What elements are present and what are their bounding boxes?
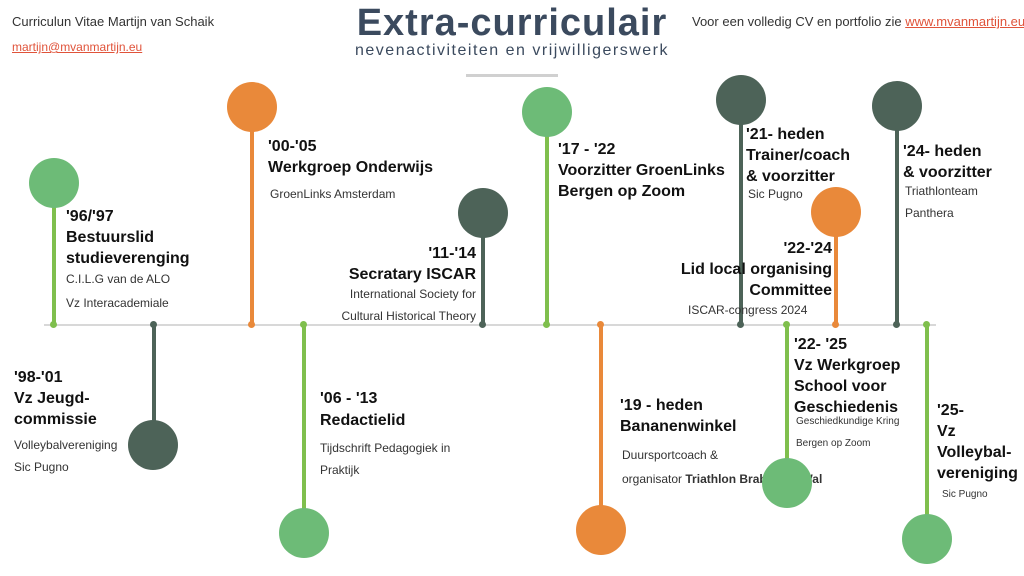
timeline-tick [783,321,790,328]
timeline-dot [128,420,178,470]
page-subtitle: nevenactiviteiten en vrijwilligerswerk [355,42,669,59]
portfolio-link[interactable]: www.mvanmartijn.eu [905,14,1024,29]
item-org: GroenLinks Amsterdam [270,187,396,201]
item-years: '17 - '22 [558,141,616,158]
item-years: '11-'14 [428,245,476,262]
item-org: Bergen op Zoom [796,438,871,449]
timeline-tick [150,321,157,328]
timeline-dot [902,514,952,564]
item-role: Werkgroep Onderwijs [268,159,434,176]
portfolio-note: Voor een volledig CV en portfolio zie ww… [692,14,1024,29]
timeline-dot [227,82,277,132]
item-years: '96/'97 [66,208,114,225]
item-role: Secratary ISCAR [348,266,476,283]
timeline-stem [250,108,254,326]
item-org: Sic Pugno [14,460,69,474]
item-role: Vz Jeugd-commissie [14,390,97,428]
timeline-dot [29,158,79,208]
portfolio-text: Voor een volledig CV en portfolio zie [692,14,902,29]
timeline-dot [458,188,508,238]
item-org: Duursportcoach & [622,448,719,462]
item-years: '19 - heden [620,397,703,414]
email-link[interactable]: martijn@mvanmartijn.eu [12,40,143,54]
timeline-tick [479,321,486,328]
timeline-tick [923,321,930,328]
item-org: ISCAR-congress 2024 [688,303,808,317]
timeline-stem [302,324,306,534]
timeline-tick [597,321,604,328]
timeline-tick [832,321,839,328]
timeline-stem [599,324,603,530]
item-role: Vz Volleybal-vereniging [937,423,1018,482]
timeline-tick [50,321,57,328]
item-role: Vz Werkgroep School voor Geschiedenis [794,357,901,416]
item-role: Voorzitter GroenLinks Bergen op Zoom [558,162,725,200]
timeline-stem [785,324,789,484]
item-years: '22- '25 [794,336,847,353]
item-role: Lid local organising Committee [680,261,832,299]
item-org: Praktijk [320,463,360,477]
item-org-text: organisator [622,472,683,486]
timeline-dot [716,75,766,125]
timeline-dot [279,508,329,558]
cv-name: Curriculun Vitae Martijn van Schaik [12,14,215,29]
item-org: Triathlonteam [905,184,978,198]
item-org: Volleybalvereniging [14,438,118,452]
item-org: C.I.L.G van de ALO [66,272,171,286]
timeline-dot [872,81,922,131]
item-org: Tijdschrift Pedagogiek in [320,441,451,455]
page-title: Extra-curriculair [356,2,668,44]
item-role: Bananenwinkel [620,418,737,435]
timeline-axis [44,324,936,326]
item-org: Vz Interacademiale [66,296,169,310]
item-org: Cultural Historical Theory [341,309,477,323]
item-role: & voorzitter [903,164,992,181]
timeline-tick [737,321,744,328]
item-years: '98-'01 [14,369,63,386]
item-role: Redactielid [320,412,406,429]
item-org: Panthera [905,206,954,220]
item-years: '25- [937,402,964,419]
timeline-stem [895,106,899,326]
timeline-tick [248,321,255,328]
timeline-stem [739,100,743,326]
timeline-stem [152,324,156,448]
item-years: '24- heden [903,143,982,160]
timeline-stem [481,214,485,326]
item-years: '06 - '13 [320,390,378,407]
timeline-tick [300,321,307,328]
timeline-dot [576,505,626,555]
item-role: Bestuurslid studieverenging [66,229,190,267]
item-years: '21- heden [746,126,825,143]
title-divider [466,74,558,77]
timeline-dot [762,458,812,508]
timeline-dot [522,87,572,137]
timeline-stem [834,212,838,326]
item-org: Geschiedkundige Kring [796,416,900,427]
item-org: Sic Pugno [748,187,803,201]
item-org: International Society for [349,287,476,301]
timeline-stem [925,324,929,540]
timeline-stem [545,112,549,326]
timeline-tick [543,321,550,328]
item-role: Trainer/coach & voorzitter [746,147,851,185]
item-years: '00-'05 [268,138,317,155]
timeline-stem [52,184,56,326]
item-org: Sic Pugno [942,489,988,500]
timeline-dot [811,187,861,237]
item-years: '22-'24 [783,240,832,257]
timeline-tick [893,321,900,328]
